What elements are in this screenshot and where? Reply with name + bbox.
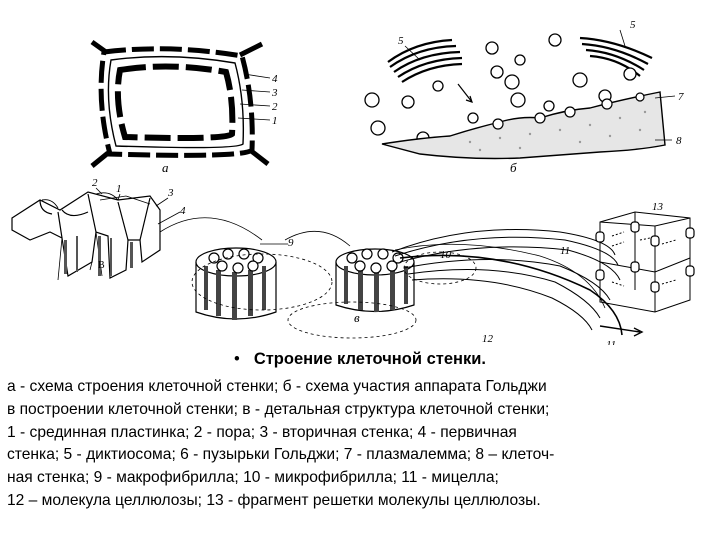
label-v-12: 12 [482, 333, 494, 345]
caption-line: 1 - срединная пластинка; 2 - пора; 3 - в… [7, 422, 717, 445]
label-b-8: 8 [676, 135, 682, 147]
panel-a-cell-wall-scheme [92, 42, 270, 166]
label-v-2: 2 [92, 177, 98, 189]
label-v-1: 1 [116, 183, 122, 195]
caption-bullet: • [234, 350, 240, 368]
caption-title-text: Строение клеточной стенки. [254, 350, 486, 368]
label-panel-v: в [354, 310, 360, 325]
panel-b-golgi-scheme [365, 30, 675, 159]
label-v-9: 9 [288, 237, 294, 249]
panel-v-wall-structure [12, 188, 694, 338]
label-v-letter-B: В [98, 260, 105, 271]
label-v-13: 13 [652, 201, 664, 213]
caption-body: а - схема строения клеточной стенки; б -… [7, 376, 717, 513]
label-a-4: 4 [272, 73, 278, 85]
label-a-1: 1 [272, 115, 278, 127]
label-b-7: 7 [678, 91, 684, 103]
caption-line: в построении клеточной стенки; в - детал… [7, 399, 717, 422]
label-v-11-bottom: 11 [606, 339, 616, 345]
label-v-3: 3 [167, 187, 174, 199]
caption-line: стенка; 5 - диктиосома; 6 - пузырьки Гол… [7, 444, 717, 467]
label-v-4: 4 [180, 205, 186, 217]
caption-line: 12 – молекула целлюлозы; 13 - фрагмент р… [7, 490, 717, 513]
label-a-2: 2 [272, 101, 278, 113]
caption-line: а - схема строения клеточной стенки; б -… [7, 376, 717, 399]
caption-title: • Строение клеточной стенки. [0, 350, 720, 369]
label-panel-a: а [162, 160, 169, 175]
label-b-5-right: 5 [630, 19, 636, 31]
label-b-5-left: 5 [398, 35, 404, 47]
label-v-11-top: 11 [560, 245, 570, 257]
label-a-3: 3 [271, 87, 278, 99]
label-panel-b: б [510, 160, 517, 175]
caption-line: ная стенка; 9 - макрофибрилла; 10 - микр… [7, 467, 717, 490]
label-v-10: 10 [440, 249, 452, 261]
cell-wall-diagram: 4 3 2 1 а [0, 0, 720, 345]
